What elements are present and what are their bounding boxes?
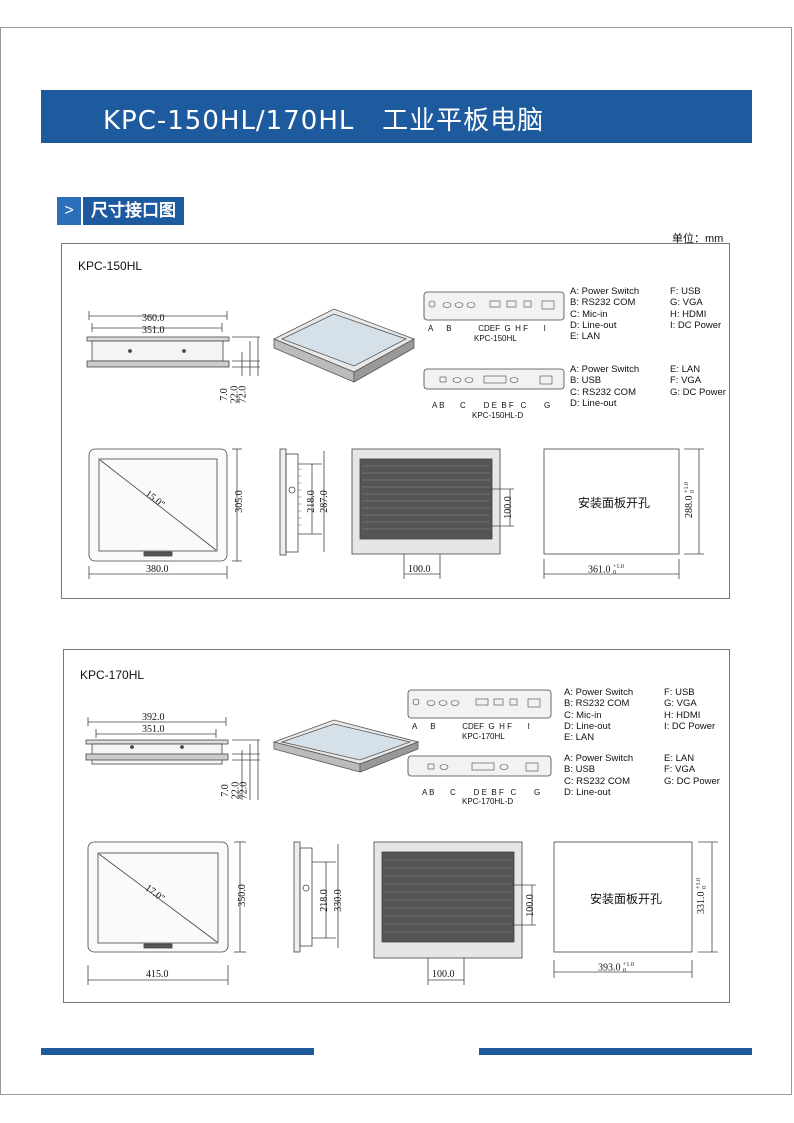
chevron-right-icon: > bbox=[57, 197, 81, 225]
drawing-side-top-view bbox=[86, 291, 704, 579]
legend-item: D: Line-out bbox=[564, 786, 611, 798]
dim-back-horizontal: 100.0 bbox=[408, 564, 431, 575]
io-legend-right-d: E: LAN F: VGA G: DC Power bbox=[670, 364, 726, 398]
legend-item: H: HDMI bbox=[670, 308, 707, 320]
dim-depth-1: 7.0 bbox=[218, 388, 230, 401]
title-banner: KPC-150HL/170HL 工业平板电脑 bbox=[41, 90, 752, 143]
dim-front-width: 415.0 bbox=[146, 969, 169, 980]
io-letters-top: A B CDEF G H F I bbox=[428, 324, 546, 333]
dim-side-h2: 287.0 bbox=[318, 490, 330, 513]
dim-side-h1: 218.0 bbox=[305, 490, 317, 513]
value: 393.0 bbox=[598, 962, 621, 974]
legend-item: F: VGA bbox=[670, 375, 702, 387]
drawing-views bbox=[85, 689, 718, 985]
page-title: KPC-150HL/170HL 工业平板电脑 bbox=[103, 106, 545, 136]
legend-item: G: VGA bbox=[664, 698, 697, 710]
legend-item: F: USB bbox=[670, 286, 701, 297]
cutout-label: 安装面板开孔 bbox=[578, 496, 651, 510]
legend-item: H: HDMI bbox=[664, 709, 701, 721]
dim-side-h1: 218.0 bbox=[318, 889, 330, 912]
tol-lower: 0 bbox=[623, 968, 626, 974]
dim-width-outer: 360.0 bbox=[142, 313, 165, 324]
legend-item: F: VGA bbox=[664, 764, 696, 776]
io-letters-bottom: A B C D E B F C G bbox=[432, 401, 551, 410]
legend-item: F: USB bbox=[664, 687, 695, 698]
io-legend-right: F: USB G: VGA H: HDMI I: DC Power bbox=[670, 286, 721, 331]
dim-width-inner: 351.0 bbox=[142, 724, 165, 735]
dim-width-outer: 392.0 bbox=[142, 712, 165, 723]
legend-item: C: RS232 COM bbox=[564, 775, 630, 787]
dim-depth-3: 72.0 bbox=[238, 781, 250, 800]
footer-bar-right bbox=[479, 1048, 752, 1055]
tol-lower: 0 bbox=[613, 570, 616, 576]
legend-item: E: LAN bbox=[670, 364, 701, 375]
drawing-panel-150hl: KPC-150HL bbox=[61, 243, 730, 599]
legend-item: E: LAN bbox=[564, 732, 595, 744]
io-letters-bottom: A B C D E B F C G bbox=[422, 788, 541, 797]
legend-item: A: Power Switch bbox=[564, 753, 634, 764]
legend-item: G: VGA bbox=[670, 297, 703, 309]
io-model-bottom: KPC-170HL-D bbox=[462, 797, 514, 806]
dim-width-inner: 351.0 bbox=[142, 325, 165, 336]
tol-lower: 0 bbox=[701, 885, 708, 889]
legend-item: D: Line-out bbox=[564, 720, 611, 732]
legend-item: I: DC Power bbox=[664, 720, 716, 732]
dim-back-vertical: 100.0 bbox=[502, 496, 514, 519]
legend-item: C: Mic-in bbox=[570, 308, 608, 320]
legend-item: E: LAN bbox=[570, 331, 601, 343]
io-legend-left: A: Power Switch B: RS232 COM C: Mic-in D… bbox=[570, 286, 639, 342]
legend-item: D: Line-out bbox=[570, 319, 617, 331]
dim-back-horizontal: 100.0 bbox=[432, 969, 455, 980]
value: 361.0 bbox=[588, 564, 611, 576]
dim-front-height: 305.0 bbox=[233, 490, 245, 513]
legend-item: B: USB bbox=[564, 764, 596, 776]
io-legend-left-d: A: Power Switch B: USB C: RS232 COM D: L… bbox=[570, 364, 639, 409]
drawing-panel-170hl: KPC-170HL bbox=[63, 649, 730, 1003]
legend-item: A: Power Switch bbox=[570, 364, 640, 375]
legend-item: C: Mic-in bbox=[564, 709, 602, 721]
tol-upper: +1.0 bbox=[623, 962, 634, 968]
tol-lower: 0 bbox=[689, 489, 696, 493]
legend-item: C: RS232 COM bbox=[570, 386, 636, 398]
legend-item: I: DC Power bbox=[670, 319, 722, 331]
legend-item: A: Power Switch bbox=[570, 286, 640, 297]
panel-title: KPC-170HL bbox=[80, 668, 145, 682]
unit-note: 单位：mm bbox=[672, 233, 724, 245]
dim-front-width: 380.0 bbox=[146, 564, 169, 575]
value: 331.0 bbox=[696, 891, 708, 914]
panel-title: KPC-150HL bbox=[78, 259, 143, 273]
dim-side-h2: 330.0 bbox=[332, 889, 344, 912]
io-model-top: KPC-170HL bbox=[462, 732, 505, 741]
io-legend-right-d: E: LAN F: VGA G: DC Power bbox=[664, 753, 720, 787]
dim-depth-3: 72.0 bbox=[237, 385, 249, 404]
section-title: 尺寸接口图 bbox=[83, 197, 184, 225]
legend-item: B: RS232 COM bbox=[564, 698, 630, 710]
value: 288.0 bbox=[684, 495, 696, 518]
legend-item: E: LAN bbox=[664, 753, 695, 764]
io-letters-top: A B CDEF G H F I bbox=[412, 722, 530, 731]
io-model-top: KPC-150HL bbox=[474, 334, 517, 343]
page-frame bbox=[0, 27, 792, 1095]
legend-item: G: DC Power bbox=[670, 386, 726, 398]
dim-depth-1: 7.0 bbox=[219, 784, 231, 797]
cutout-label: 安装面板开孔 bbox=[590, 892, 663, 906]
io-legend-left-d: A: Power Switch B: USB C: RS232 COM D: L… bbox=[564, 753, 633, 798]
legend-item: A: Power Switch bbox=[564, 687, 634, 698]
legend-item: B: RS232 COM bbox=[570, 297, 636, 309]
dim-front-height: 350.0 bbox=[236, 884, 248, 907]
legend-item: G: DC Power bbox=[664, 775, 720, 787]
dim-back-vertical: 100.0 bbox=[524, 894, 536, 917]
footer-bar-left bbox=[41, 1048, 314, 1055]
io-legend-right: F: USB G: VGA H: HDMI I: DC Power bbox=[664, 687, 715, 732]
section-heading: > 尺寸接口图 bbox=[57, 197, 184, 225]
legend-item: D: Line-out bbox=[570, 397, 617, 409]
legend-item: B: USB bbox=[570, 375, 602, 387]
io-legend-left: A: Power Switch B: RS232 COM C: Mic-in D… bbox=[564, 687, 633, 743]
tol-upper: +1.0 bbox=[613, 564, 624, 570]
io-model-bottom: KPC-150HL-D bbox=[472, 411, 524, 420]
